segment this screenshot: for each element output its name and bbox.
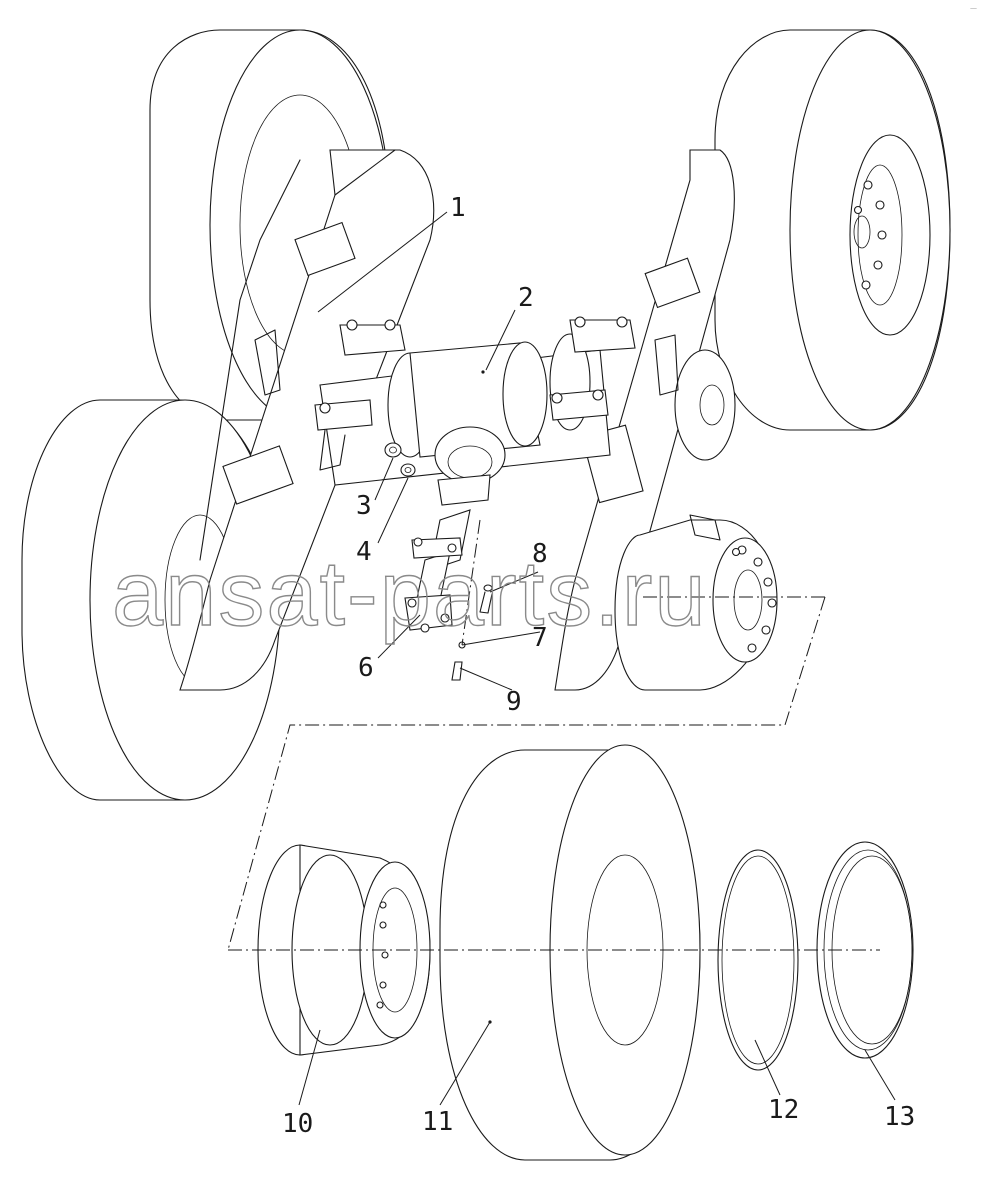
watermark-text: ansat-parts.ru bbox=[112, 543, 708, 645]
differential-input bbox=[434, 426, 506, 506]
hub-nuts-front-right bbox=[731, 545, 777, 653]
left-bogie-beam bbox=[179, 149, 435, 691]
callout-2: 2 bbox=[518, 283, 534, 313]
right-bogie-beam bbox=[554, 149, 736, 691]
bolt-part-9 bbox=[451, 661, 463, 681]
callout-12: 12 bbox=[768, 1095, 799, 1125]
fitting-part-8 bbox=[479, 584, 493, 614]
assembly-center-lines bbox=[227, 519, 880, 951]
tyre-part-11 bbox=[439, 744, 701, 1161]
corner-mark: — bbox=[970, 4, 977, 12]
callout-13: 13 bbox=[884, 1102, 915, 1132]
propeller-shaft bbox=[404, 509, 471, 633]
hub-front-right bbox=[614, 514, 778, 691]
callout-labels: 1 2 3 4 6 7 8 9 10 11 12 13 bbox=[282, 193, 915, 1139]
axle-mount-right bbox=[549, 316, 636, 421]
callout-11: 11 bbox=[422, 1107, 453, 1137]
washer-part-3 bbox=[384, 442, 402, 458]
leader-lines bbox=[298, 211, 896, 1106]
wheel-rear-right bbox=[714, 29, 951, 431]
callout-6: 6 bbox=[358, 653, 374, 683]
callout-8: 8 bbox=[532, 539, 548, 569]
lock-ring-part-12 bbox=[717, 849, 799, 1071]
callout-7: 7 bbox=[532, 623, 548, 653]
axle-mount-left bbox=[314, 319, 406, 471]
callout-10: 10 bbox=[282, 1109, 313, 1139]
callout-4: 4 bbox=[356, 537, 372, 567]
callout-9: 9 bbox=[506, 687, 522, 717]
wheel-front-left bbox=[21, 399, 281, 801]
nut-part-4 bbox=[400, 463, 416, 477]
callout-3: 3 bbox=[356, 491, 372, 521]
hub-nuts-rear-right bbox=[853, 180, 887, 290]
callout-1: 1 bbox=[450, 193, 466, 223]
